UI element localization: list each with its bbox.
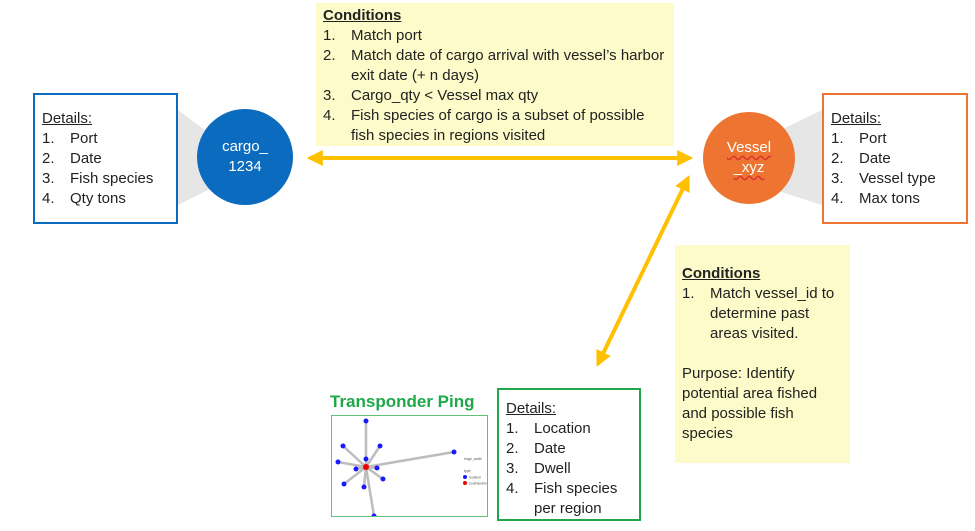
list-item: 1.Match port	[323, 27, 422, 44]
list-item: 2.Date	[42, 150, 102, 167]
graph-node-location	[451, 449, 457, 455]
graph-edge	[337, 460, 367, 469]
vessel-details-title: Details:	[831, 110, 882, 127]
transponder-details-box: Details: 1.Location 2.Date 3.Dwell 4.Fis…	[497, 388, 641, 521]
vessel-details-box: Details: 1.Port 2.Date 3.Vessel type 4.M…	[822, 93, 968, 224]
graph-node-location	[377, 443, 383, 449]
graph-node-location	[374, 465, 380, 471]
graph-node-location	[335, 459, 341, 465]
transponder-details-title: Details:	[506, 400, 557, 417]
graph-node-center	[363, 464, 369, 470]
vessel-node-label-1: Vessel	[726, 139, 772, 156]
list-item: 2.Date	[506, 440, 566, 457]
conditions-list: 1.Match vessel_id to determine past area…	[682, 284, 844, 344]
cargo-details-box: Details: 1.Port 2.Date 3.Fish species 4.…	[33, 93, 178, 224]
list-item: 1.Location	[506, 420, 591, 437]
legend-southseafood-dot	[463, 481, 467, 485]
graph-legend: edge_width type location southseafood	[463, 457, 488, 486]
svg-text:edge_width: edge_width	[464, 457, 482, 461]
graph-node-location	[380, 476, 386, 482]
network-graph: edge_width type location southseafood	[335, 418, 488, 516]
conditions-list: 1.Match port 2.Match date of cargo arriv…	[323, 26, 668, 146]
graph-edge	[343, 466, 367, 485]
graph-node-location	[363, 418, 369, 424]
list-item: 2.Date	[831, 150, 891, 167]
vessel-transponder-arrow	[596, 175, 690, 367]
list-item: 4.Fish species of cargo is a subset of p…	[323, 107, 645, 144]
graph-node-location	[353, 466, 359, 472]
conditions-purpose: Purpose: Identify potential area fished …	[682, 365, 818, 442]
conditions-title: Conditions	[682, 265, 761, 282]
cargo-node-label-1: cargo_	[222, 138, 268, 155]
graph-node-location	[371, 513, 377, 516]
list-item: 1.Port	[42, 130, 98, 147]
graph-node-location	[340, 443, 346, 449]
graph-node-location	[341, 481, 347, 487]
graph-edge	[364, 466, 376, 516]
graph-node-location	[361, 484, 367, 490]
list-item: 4.Max tons	[831, 190, 920, 207]
vessel-node-label-2: _xyz	[733, 159, 765, 176]
graph-edge	[365, 465, 384, 481]
list-item: 4.Qty tons	[42, 190, 126, 207]
list-item: 3.Dwell	[506, 460, 571, 477]
list-item: 3.Cargo_qty < Vessel max qty	[323, 87, 539, 104]
list-item: 1.Port	[831, 130, 887, 147]
svg-text:southseafood: southseafood	[469, 482, 488, 486]
list-item: 4.Fish species per region	[506, 480, 618, 517]
transponder-network-thumbnail[interactable]: edge_width type location southseafood	[331, 415, 488, 517]
list-item: 3.Fish species	[42, 170, 154, 187]
cargo-node-label-2: 1234	[228, 158, 262, 175]
list-item: 3.Vessel type	[831, 170, 936, 187]
svg-text:type: type	[464, 469, 471, 473]
vessel-transponder-conditions: Conditions 1.Match vessel_id to determin…	[675, 245, 850, 463]
vessel-node[interactable]: Vessel _xyz	[703, 112, 795, 204]
cargo-node[interactable]: cargo_ 1234	[197, 109, 293, 205]
graph-node-location	[363, 456, 369, 462]
vessel-details-list: 1.Port 2.Date 3.Vessel type 4.Max tons	[831, 129, 966, 209]
cargo-details-list: 1.Port 2.Date 3.Fish species 4.Qty tons	[42, 129, 176, 209]
graph-edge	[365, 450, 455, 469]
transponder-title: Transponder Ping	[330, 392, 475, 411]
conditions-title: Conditions	[323, 7, 402, 24]
graph-edge	[364, 445, 382, 468]
list-item: 1.Match vessel_id to determine past area…	[682, 285, 835, 342]
cargo-vessel-conditions: Conditions 1.Match port 2.Match date of …	[316, 3, 674, 146]
svg-text:location: location	[469, 476, 481, 480]
list-item: 2.Match date of cargo arrival with vesse…	[323, 47, 665, 84]
graph-edge	[342, 445, 367, 468]
transponder-details-list: 1.Location 2.Date 3.Dwell 4.Fish species…	[506, 419, 639, 519]
legend-location-dot	[463, 475, 467, 479]
cargo-details-title: Details:	[42, 110, 93, 127]
